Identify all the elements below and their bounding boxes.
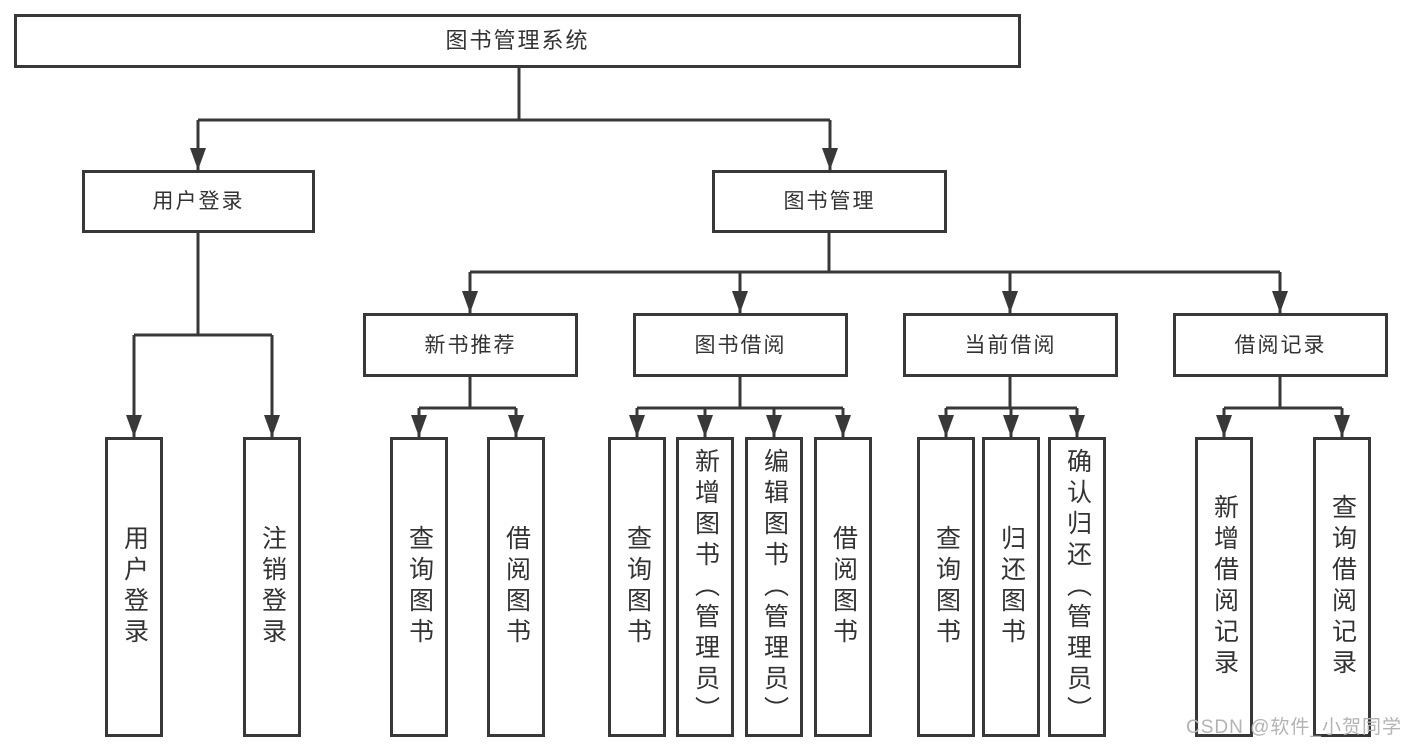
leaf-recommend-query-books: 查询图书 (390, 437, 448, 737)
leaf-borrowing-borrow-books: 借阅图书 (814, 437, 872, 737)
leaf-current-query-books: 查询图书 (917, 437, 975, 737)
node-borrowing-records: 借阅记录 (1173, 313, 1388, 377)
node-new-book-recommend: 新书推荐 (363, 313, 578, 377)
leaf-records-add-record: 新增借阅记录 (1195, 437, 1253, 737)
leaf-current-return-books: 归还图书 (982, 437, 1040, 737)
leaf-current-confirm-return-admin: 确认归还（管理员） (1048, 437, 1106, 737)
node-book-management: 图书管理 (712, 170, 947, 233)
watermark: CSDN @软件_小贺同学 (1186, 717, 1402, 738)
node-book-borrowing: 图书借阅 (633, 313, 848, 377)
leaf-logout: 注销登录 (243, 437, 301, 737)
node-root: 图书管理系统 (14, 14, 1021, 68)
leaf-borrowing-query-books: 查询图书 (608, 437, 666, 737)
leaf-borrowing-edit-books-admin: 编辑图书（管理员） (745, 437, 803, 737)
leaf-borrowing-add-books-admin: 新增图书（管理员） (676, 437, 734, 737)
leaf-user-login: 用户登录 (105, 437, 163, 737)
node-current-borrowing: 当前借阅 (903, 313, 1118, 377)
leaf-recommend-borrow-books: 借阅图书 (487, 437, 545, 737)
node-user-login: 用户登录 (82, 170, 315, 233)
leaf-records-query-record: 查询借阅记录 (1313, 437, 1371, 737)
